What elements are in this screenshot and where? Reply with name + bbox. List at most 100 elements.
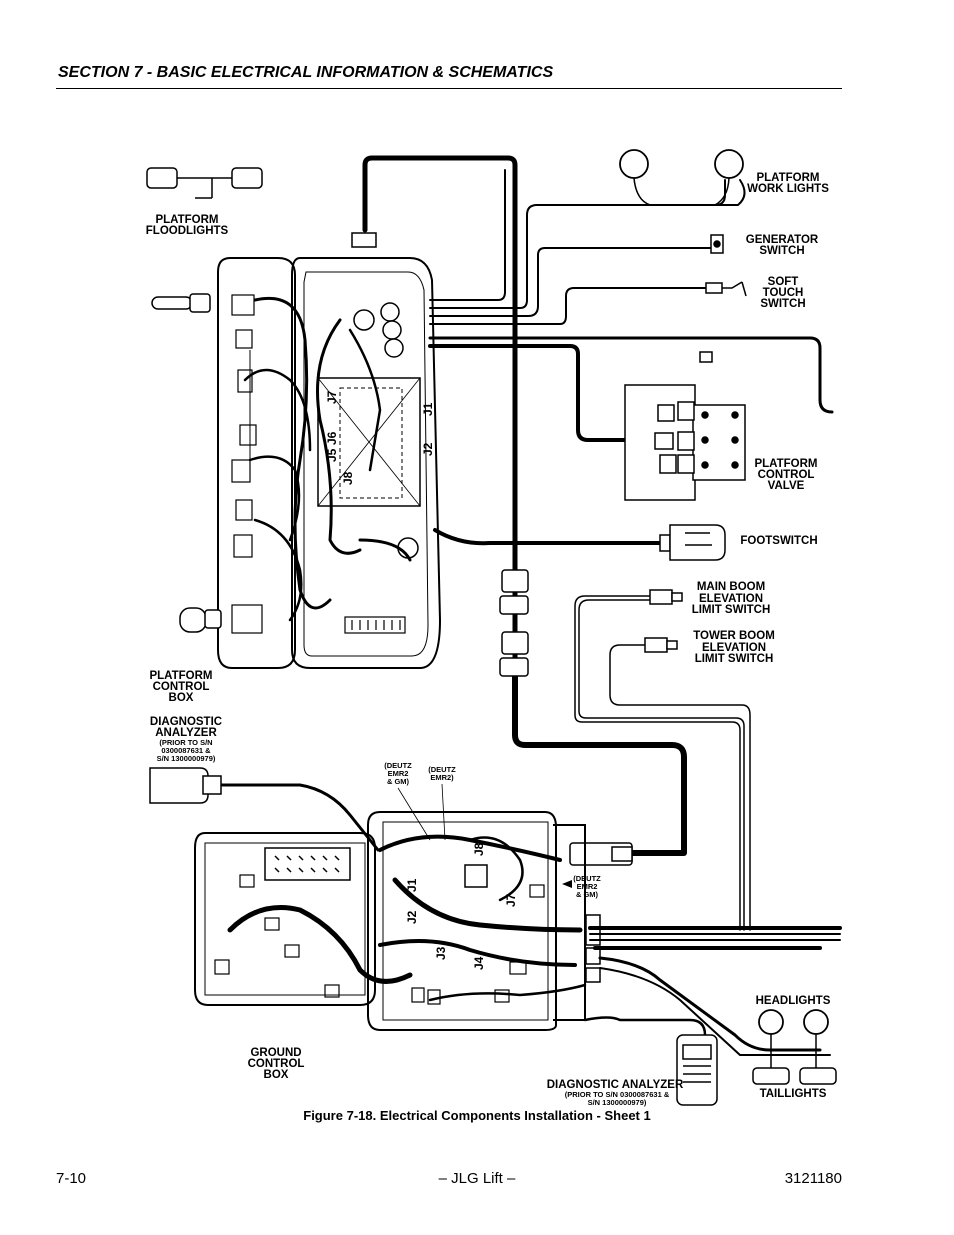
label-deutz-emr2-gm-left: (DEUTZ EMR2 & GM) [384,761,412,786]
svg-text:LIMIT SWITCH: LIMIT SWITCH [695,653,774,665]
ground-connector-label: J4 [472,956,486,970]
label-tower-boom-limit-switch: TOWER BOOM ELEVATION LIMIT SWITCH [693,630,775,665]
platform-connector-label: J2 [421,442,435,456]
svg-text:& GM): & GM) [576,890,599,899]
svg-text:S/N 1300000979): S/N 1300000979) [588,1098,647,1107]
label-headlights: HEADLIGHTS [756,995,831,1007]
svg-text:SWITCH: SWITCH [759,245,804,257]
boom-cable-connectors [499,569,633,866]
page-number: 7-10 [56,1170,87,1187]
svg-text:(DEUTZ: (DEUTZ [384,761,412,770]
svg-text:(PRIOR TO S/N: (PRIOR TO S/N [159,738,212,747]
svg-text:MAIN BOOM: MAIN BOOM [697,581,765,593]
svg-text:PLATFORM: PLATFORM [754,458,817,470]
svg-text:PLATFORM: PLATFORM [155,214,218,226]
diagnostic-analyzer-top-shape [149,767,222,804]
svg-text:ELEVATION: ELEVATION [699,593,763,605]
svg-text:(DEUTZ: (DEUTZ [573,874,601,883]
platform-work-lights [619,149,744,206]
deutz-pointer-arrow [562,880,572,888]
label-platform-control-box: PLATFORM CONTROL BOX [149,670,212,704]
footswitch-shape [659,524,726,561]
platform-control-valve-shape [624,384,746,501]
ground-connector-label: J8 [472,842,486,856]
label-diagnostic-analyzer-bottom: DIAGNOSTIC ANALYZER (PRIOR TO S/N 030008… [547,1079,684,1107]
svg-text:PLATFORM: PLATFORM [149,670,212,682]
limit-switch-shapes [644,589,683,653]
ground-control-box [194,811,601,1031]
svg-text:TAILLIGHTS: TAILLIGHTS [760,1088,827,1100]
label-main-boom-limit-switch: MAIN BOOM ELEVATION LIMIT SWITCH [692,581,771,616]
ground-connector-label: J2 [405,910,419,924]
svg-text:CONTROL: CONTROL [758,469,815,481]
svg-text:ELEVATION: ELEVATION [702,642,766,654]
platform-connector-label: J6 [325,431,339,445]
svg-text:EMR2: EMR2 [577,882,598,891]
svg-text:GROUND: GROUND [250,1047,301,1059]
svg-text:CONTROL: CONTROL [248,1058,305,1070]
platform-connector-label: J5 [325,448,339,462]
generator-switch-shape [710,234,724,254]
svg-text:S/N 1300000979): S/N 1300000979) [157,754,216,763]
soft-touch-switch-shape [705,281,747,297]
svg-text:ANALYZER: ANALYZER [155,727,217,739]
platform-connector-label: J8 [341,471,355,485]
label-platform-control-valve: PLATFORM CONTROL VALVE [754,458,817,492]
joystick-top [151,293,211,313]
ground-connector-label: J1 [405,878,419,892]
label-deutz-emr2: (DEUTZ EMR2) [428,765,456,782]
svg-text:VALVE: VALVE [768,480,805,492]
svg-text:SWITCH: SWITCH [760,298,805,310]
svg-text:DIAGNOSTIC ANALYZER: DIAGNOSTIC ANALYZER [547,1079,684,1091]
label-diagnostic-analyzer-top: DIAGNOSTIC ANALYZER (PRIOR TO S/N 030008… [150,716,222,763]
deutz-leader-lines [397,783,446,841]
svg-text:& GM): & GM) [387,777,410,786]
label-platform-floodlights: PLATFORM FLOODLIGHTS [146,214,229,237]
svg-text:FLOODLIGHTS: FLOODLIGHTS [146,225,229,237]
svg-text:GENERATOR: GENERATOR [746,234,819,246]
label-soft-touch-switch: SOFT TOUCH SWITCH [760,276,805,310]
svg-text:PLATFORM: PLATFORM [756,172,819,184]
platform-control-box [217,257,442,669]
platform-connector-label: J7 [325,390,339,404]
svg-text:BOX: BOX [264,1069,289,1081]
svg-text:(DEUTZ: (DEUTZ [428,765,456,774]
inline-connector [351,232,713,363]
ground-connector-label: J3 [434,946,448,960]
svg-text:WORK LIGHTS: WORK LIGHTS [747,183,829,195]
ground-connector-labels: J8 J1 J7 J2 J3 J4 [405,842,518,970]
svg-text:(PRIOR TO S/N 0300087631 &: (PRIOR TO S/N 0300087631 & [565,1090,670,1099]
svg-text:0300087631 &: 0300087631 & [161,746,211,755]
headlights-shape [758,1009,829,1035]
section-title: SECTION 7 - BASIC ELECTRICAL INFORMATION… [58,64,554,81]
label-ground-control-box: GROUND CONTROL BOX [248,1047,305,1081]
document-number: 3121180 [784,1170,842,1187]
svg-text:TOWER BOOM: TOWER BOOM [693,630,775,642]
label-generator-switch: GENERATOR SWITCH [746,234,819,257]
label-footswitch: FOOTSWITCH [740,535,817,547]
joystick-bottom [179,607,222,633]
platform-connector-label: J1 [421,402,435,416]
taillights-shape [752,1067,837,1085]
footer-center: – JLG Lift – [438,1170,516,1187]
svg-text:EMR2): EMR2) [430,773,454,782]
svg-text:DIAGNOSTIC: DIAGNOSTIC [150,716,222,728]
svg-text:SOFT: SOFT [768,276,799,288]
svg-text:BOX: BOX [169,692,194,704]
header-rule [56,88,842,89]
ground-connector-label: J7 [504,893,518,907]
main-cables [218,155,842,1056]
svg-text:TOUCH: TOUCH [763,287,804,299]
label-taillights: TAILLIGHTS [760,1088,827,1100]
svg-text:EMR2: EMR2 [388,769,409,778]
platform-connector-labels: J7 J6 J5 J8 J1 J2 [325,390,435,485]
svg-text:HEADLIGHTS: HEADLIGHTS [756,995,831,1007]
label-platform-work-lights: PLATFORM WORK LIGHTS [747,172,829,195]
svg-text:FOOTSWITCH: FOOTSWITCH [740,535,817,547]
figure-caption: Figure 7-18. Electrical Components Insta… [303,1108,651,1123]
svg-text:CONTROL: CONTROL [153,681,210,693]
diagnostic-analyzer-bottom-shape [676,1034,718,1106]
label-deutz-emr2-gm-right: (DEUTZ EMR2 & GM) [573,874,601,899]
platform-floodlights [146,167,263,199]
